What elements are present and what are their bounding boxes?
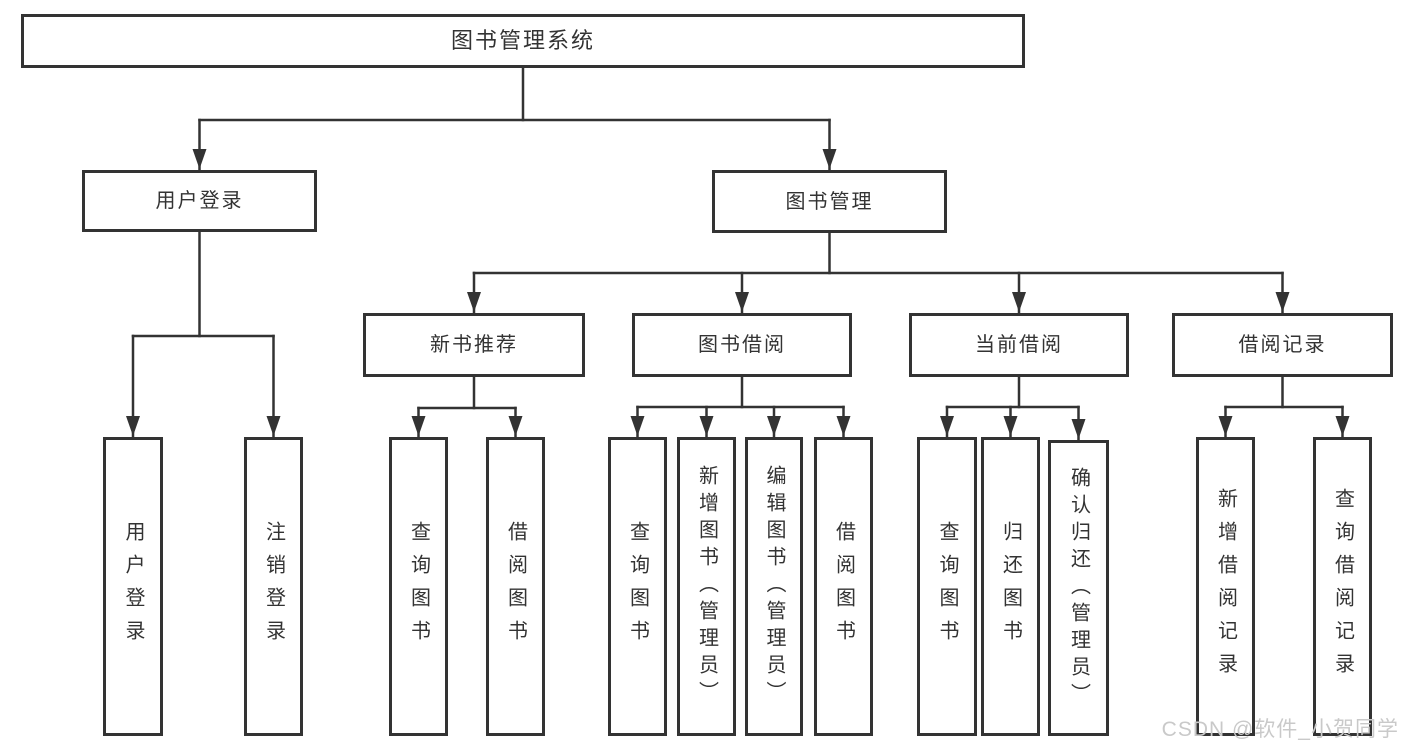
node-user_login: 用户登录: [82, 170, 317, 232]
node-borrow_record: 借阅记录: [1172, 313, 1393, 377]
node-label: 图书管理系统: [450, 27, 595, 53]
node-b3: 编辑图书（管理员）: [745, 437, 803, 736]
node-label: 图书借阅: [698, 334, 786, 356]
node-label: 新增借阅记录: [1214, 487, 1237, 686]
node-current_borrow: 当前借阅: [909, 313, 1129, 377]
node-label: 图书管理: [785, 190, 874, 213]
node-label: 用户登录: [122, 520, 144, 653]
node-b4: 借阅图书: [814, 437, 873, 736]
node-label: 新增图书（管理员）: [695, 465, 718, 708]
node-r1: 新增借阅记录: [1196, 437, 1255, 736]
node-label: 借阅图书: [832, 520, 855, 653]
node-label: 用户登录: [155, 190, 244, 212]
node-c3: 确认归还（管理员）: [1048, 440, 1109, 736]
node-n2: 借阅图书: [486, 437, 545, 736]
node-label: 借阅记录: [1238, 334, 1327, 356]
node-u1: 用户登录: [103, 437, 163, 736]
node-label: 新书推荐: [430, 334, 518, 356]
node-label: 当前借阅: [975, 334, 1063, 356]
node-label: 编辑图书（管理员）: [763, 465, 785, 708]
node-book_mgmt: 图书管理: [712, 170, 947, 233]
node-root: 图书管理系统: [21, 14, 1025, 68]
node-label: 查询图书: [936, 520, 958, 653]
node-c2: 归还图书: [981, 437, 1040, 736]
node-u2: 注销登录: [244, 437, 303, 736]
node-n1: 查询图书: [389, 437, 448, 736]
node-new_rec: 新书推荐: [363, 313, 585, 377]
node-b2: 新增图书（管理员）: [677, 437, 736, 736]
node-r2: 查询借阅记录: [1313, 437, 1372, 736]
node-label: 查询图书: [407, 520, 430, 653]
node-b1: 查询图书: [608, 437, 667, 736]
node-label: 查询图书: [626, 520, 649, 653]
node-book_borrow: 图书借阅: [632, 313, 852, 377]
node-label: 归还图书: [999, 520, 1022, 653]
node-label: 借阅图书: [504, 520, 527, 653]
node-label: 注销登录: [262, 520, 285, 653]
node-label: 确认归还（管理员）: [1067, 466, 1090, 710]
node-label: 查询借阅记录: [1331, 487, 1354, 686]
node-c1: 查询图书: [917, 437, 977, 736]
